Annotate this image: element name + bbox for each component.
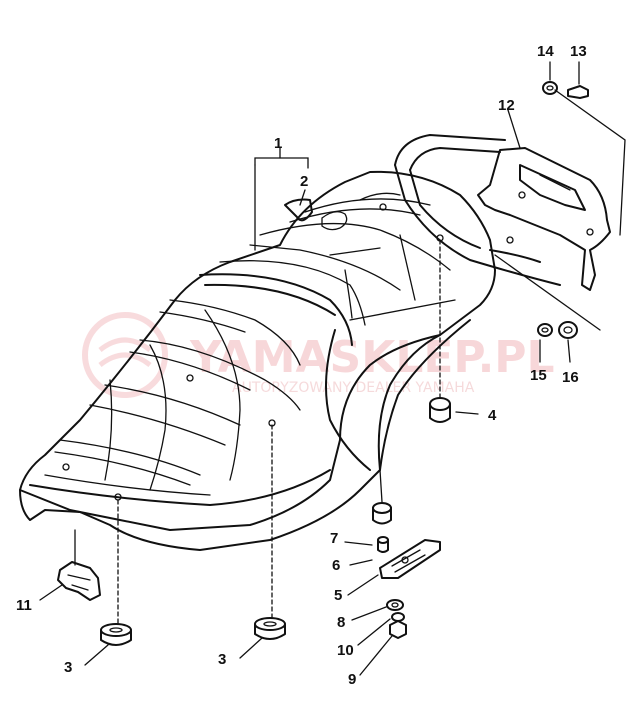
washer (386, 599, 404, 611)
damper-left (100, 623, 132, 646)
seat-strap-hook (284, 198, 313, 222)
callout-15: 15 (530, 367, 547, 384)
callout-13: 13 (570, 43, 587, 60)
spring-washer (391, 612, 405, 622)
collar (377, 536, 389, 553)
seat (19, 164, 496, 551)
callouts: 1 2 3 3 4 5 6 7 8 9 10 11 12 13 14 15 16 (16, 43, 587, 688)
callout-3-right: 3 (218, 651, 226, 668)
damper-rear (429, 397, 451, 423)
callout-12: 12 (498, 97, 515, 114)
callout-2: 2 (300, 173, 308, 190)
callout-8: 8 (337, 614, 345, 631)
nut (389, 620, 407, 639)
leader-lines (39, 61, 626, 676)
callout-9: 9 (348, 671, 356, 688)
damper-small (372, 502, 392, 525)
callout-14: 14 (537, 43, 554, 60)
damper-right (254, 617, 286, 640)
callout-5: 5 (334, 587, 342, 604)
washer-14 (542, 81, 558, 95)
bolt-13 (567, 85, 589, 99)
nut-16 (558, 321, 578, 339)
seat-lock-bracket (57, 561, 101, 601)
seat-bracket (379, 539, 441, 579)
callout-16: 16 (562, 369, 579, 386)
callout-11: 11 (16, 597, 32, 614)
callout-7: 7 (330, 530, 338, 547)
watermark-logo-icon (82, 312, 168, 398)
callout-10: 10 (337, 642, 354, 659)
callout-6: 6 (332, 557, 340, 574)
watermark-brand: YAMASKLEP.PL (189, 332, 555, 383)
watermark: YAMASKLEP.PL AUTORYZOWANY DEALER YAMAHA (82, 312, 555, 398)
callout-4: 4 (488, 407, 497, 424)
washer-15 (537, 323, 553, 337)
callout-3-left: 3 (64, 659, 72, 676)
callout-1: 1 (274, 135, 282, 152)
rear-bracket (477, 147, 611, 291)
grab-bar (394, 134, 561, 286)
